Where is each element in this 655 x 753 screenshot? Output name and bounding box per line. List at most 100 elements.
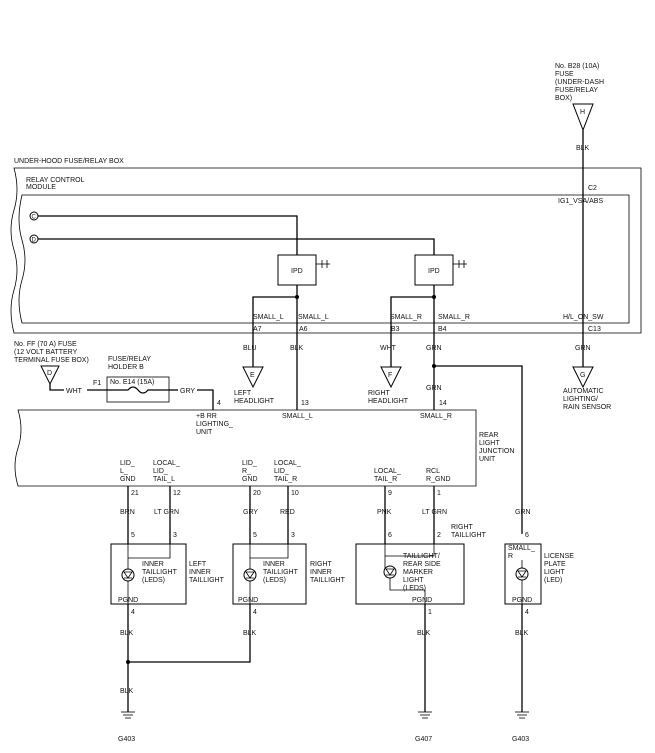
license-plate-light: 6 SMALL_ R LICENSE PLATE LIGHT (LED) PGN… — [504, 532, 574, 616]
rljb-pin-14: 14 — [439, 400, 447, 407]
svg-text:R: R — [508, 553, 513, 560]
led-icon — [243, 568, 257, 582]
svg-text:+B RR: +B RR — [196, 413, 217, 420]
svg-text:AUTOMATIC: AUTOMATIC — [563, 388, 604, 395]
wire-color-grn-license: GRN — [515, 509, 531, 516]
rljb-small-r: SMALL_R — [420, 413, 452, 420]
svg-text:4: 4 — [525, 609, 529, 616]
svg-text:4: 4 — [131, 609, 135, 616]
connector-e-icon: E — [242, 366, 264, 389]
connector-g-icon: G — [572, 366, 594, 389]
rljb-pin-1: 1 — [437, 490, 441, 497]
svg-text:(LED): (LED) — [544, 577, 562, 584]
svg-text:C: C — [32, 215, 37, 221]
svg-text:RAIN SENSOR: RAIN SENSOR — [563, 404, 611, 411]
svg-text:PLATE: PLATE — [544, 561, 566, 568]
fuse-e14-label: No. E14 (15A) — [110, 379, 154, 386]
svg-text:FUSE/RELAY: FUSE/RELAY — [555, 87, 598, 94]
svg-text:LICENSE: LICENSE — [544, 553, 574, 560]
svg-text:L_: L_ — [120, 468, 128, 475]
svg-text:JUNCTION: JUNCTION — [479, 448, 514, 455]
svg-text:5: 5 — [253, 532, 257, 539]
svg-text:G: G — [580, 372, 585, 379]
junction-dot — [126, 660, 130, 664]
ground-icon — [418, 711, 432, 719]
connector-f-icon: F — [380, 366, 402, 389]
connector-c-icon: C — [29, 211, 39, 221]
svg-text:D: D — [47, 370, 52, 377]
small-l-a6-label: SMALL_L — [298, 314, 329, 321]
ground-icon — [515, 711, 529, 719]
svg-text:SMALL_: SMALL_ — [508, 545, 535, 552]
wire-color-brn: BRN — [120, 509, 135, 516]
svg-text:TAILLIGHT/: TAILLIGHT/ — [403, 553, 440, 560]
wire-color-red: RED — [280, 509, 295, 516]
svg-text:LOCAL_: LOCAL_ — [274, 460, 301, 467]
svg-text:IPD: IPD — [428, 268, 440, 275]
right-inner-taillight: 5 3 INNER TAILLIGHT (LEDS) PGND RIGHT IN… — [232, 532, 346, 616]
svg-text:INNER: INNER — [310, 569, 332, 576]
underhood-box-label: UNDER-HOOD FUSE/RELAY BOX — [14, 158, 124, 165]
svg-text:R_GND: R_GND — [426, 476, 451, 483]
svg-text:(UNDER-DASH: (UNDER-DASH — [555, 79, 604, 86]
term-local-lid-tail-r: LOCAL_ LID_ TAIL_R — [274, 460, 301, 483]
svg-text:LIGHT: LIGHT — [479, 440, 500, 447]
pin-f1: F1 — [93, 380, 101, 387]
rljb-pin-12: 12 — [173, 490, 181, 497]
svg-text:RIGHT: RIGHT — [310, 561, 333, 568]
rljb-pin-21: 21 — [131, 490, 139, 497]
svg-text:REAR SIDE: REAR SIDE — [403, 561, 441, 568]
ground-g403-left: G403 — [118, 736, 135, 743]
svg-text:LID_: LID_ — [120, 460, 135, 467]
svg-text:(LEDS): (LEDS) — [263, 577, 286, 584]
ipd-right: IPD — [414, 254, 467, 286]
wire-color-blk-b28: BLK — [576, 145, 590, 152]
wire-color-wht-ff: WHT — [66, 388, 83, 395]
svg-text:3: 3 — [291, 532, 295, 539]
svg-text:RIGHT: RIGHT — [368, 390, 391, 397]
wire-color-grn-b4: GRN — [426, 345, 442, 352]
led-icon — [515, 567, 529, 581]
wire-color-lt-grn-left: LT GRN — [154, 509, 179, 516]
svg-text:LID_: LID_ — [242, 460, 257, 467]
fuse-holder-b-label: FUSE/RELAY HOLDER B — [108, 356, 151, 371]
svg-text:(12 VOLT BATTERY: (12 VOLT BATTERY — [14, 349, 78, 356]
svg-text:6: 6 — [388, 532, 392, 539]
wire-color-wht-b3: WHT — [380, 345, 397, 352]
svg-text:TAILLIGHT: TAILLIGHT — [263, 569, 299, 576]
svg-text:No. B28 (10A): No. B28 (10A) — [555, 63, 599, 70]
svg-text:F: F — [388, 372, 392, 379]
svg-text:TAIL_R: TAIL_R — [274, 476, 297, 483]
svg-text:INNER: INNER — [263, 561, 285, 568]
term-rcl-r-gnd: RCL R_GND — [426, 468, 451, 483]
ground-g407: G407 — [415, 736, 432, 743]
svg-text:HOLDER B: HOLDER B — [108, 364, 144, 371]
svg-text:TAILLIGHT: TAILLIGHT — [189, 577, 225, 584]
pin-c13: C13 — [588, 326, 601, 333]
svg-text:2: 2 — [437, 532, 441, 539]
svg-text:MARKER: MARKER — [403, 569, 433, 576]
pin-c2: C2 — [588, 185, 597, 192]
ground-icon — [121, 711, 135, 719]
underhood-box-outline — [10, 167, 642, 334]
wire-color-blk-right-gnd: BLK — [243, 630, 257, 637]
svg-text:TAILLIGHT: TAILLIGHT — [451, 532, 487, 539]
svg-text:PGND: PGND — [412, 597, 432, 604]
svg-text:LIGHT: LIGHT — [544, 569, 565, 576]
ipd-left: IPD — [277, 254, 330, 286]
svg-text:UNIT: UNIT — [196, 429, 213, 436]
svg-text:INNER: INNER — [189, 569, 211, 576]
left-inner-taillight: 5 3 INNER TAILLIGHT (LEDS) PGND LEFT INN… — [110, 532, 225, 616]
wire-color-blk-left-gnd: BLK — [120, 630, 134, 637]
svg-text:LIGHTING_: LIGHTING_ — [196, 421, 233, 428]
rljb-pin-20: 20 — [253, 490, 261, 497]
connector-h-icon: H — [572, 103, 594, 132]
svg-text:LID_: LID_ — [153, 468, 168, 475]
small-r-b4-label: SMALL_R — [438, 314, 470, 321]
wire-color-grn-14: GRN — [426, 385, 442, 392]
svg-text:3: 3 — [173, 532, 177, 539]
svg-text:LEFT: LEFT — [189, 561, 207, 568]
svg-text:LEFT: LEFT — [234, 390, 252, 397]
auto-lighting-rain-sensor-label: AUTOMATIC LIGHTING/ RAIN SENSOR — [563, 388, 611, 411]
